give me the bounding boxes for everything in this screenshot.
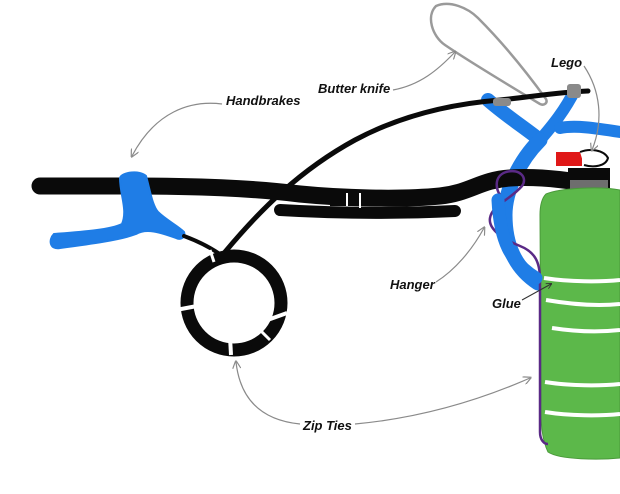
arrow-zip-ties-left: [236, 362, 301, 425]
arrow-zip-ties-right: [354, 378, 530, 425]
zip-tie-coil: [175, 249, 288, 357]
water-bottle: [539, 187, 620, 460]
arrow-butter-knife: [392, 52, 455, 91]
arrow-glue: [521, 284, 551, 301]
label-hanger: Hanger: [390, 277, 435, 292]
arrow-lego: [583, 65, 600, 150]
arrow-hanger: [435, 228, 484, 283]
label-butter-knife: Butter knife: [318, 81, 391, 96]
label-lego: Lego: [551, 55, 583, 70]
left-brake-lever: [49, 171, 186, 250]
label-zip-ties: Zip Ties: [303, 418, 352, 433]
lego-block: [556, 152, 582, 166]
label-handbrakes: Handbrakes: [226, 93, 301, 108]
hanger-wire: [488, 169, 549, 446]
handlebar: [31, 168, 609, 219]
butter-knife: [429, 2, 548, 106]
label-glue: Glue: [492, 296, 521, 311]
arrow-handbrakes: [132, 102, 223, 156]
